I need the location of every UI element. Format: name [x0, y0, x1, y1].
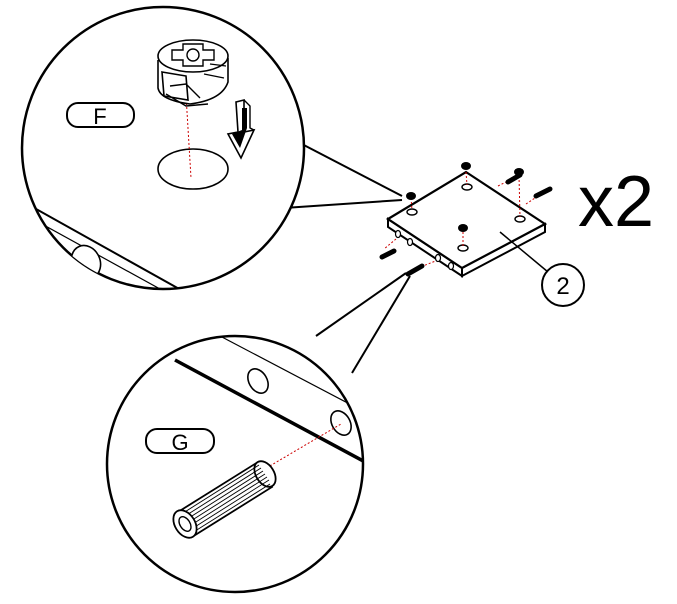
guide-line [185, 94, 192, 179]
guide-line [262, 423, 342, 471]
part-number-text: 2 [556, 273, 569, 300]
magnifier-f-connector-top [297, 141, 403, 197]
panel-edge-line [174, 358, 363, 472]
dowel-hole [247, 368, 269, 394]
part-number-badge: 2 [541, 263, 585, 307]
cam-hole [157, 148, 229, 190]
magnifier-f-connector-bottom [283, 199, 403, 209]
part-leader-line [499, 231, 549, 273]
detail-magnifier-g: G [105, 272, 411, 594]
detail-magnifier-f: F [20, 5, 403, 291]
magnifier-g-connector-right [351, 275, 411, 374]
magnifier-g-connector-left [315, 272, 407, 337]
magnifier-g-circle [105, 334, 365, 594]
wooden-dowel-icon [172, 460, 277, 539]
callout-f: F [66, 102, 135, 129]
panel-side-holes [394, 229, 455, 271]
cam-lock-icon [157, 39, 229, 107]
down-arrow-icon [226, 98, 256, 160]
mini-dowels [379, 172, 553, 277]
callout-f-text: F [93, 104, 106, 129]
dowel-hole [330, 410, 352, 436]
mini-cam-locks [406, 162, 524, 232]
callout-g: G [145, 428, 215, 455]
panel-edge-line [22, 211, 181, 289]
panel-edge-line [22, 199, 191, 289]
quantity-label: x2 [578, 162, 654, 242]
magnifier-f-circle [20, 5, 306, 291]
panel-cam-hole [406, 208, 418, 216]
panel-icon [379, 162, 553, 278]
callout-g-text: G [171, 430, 188, 455]
